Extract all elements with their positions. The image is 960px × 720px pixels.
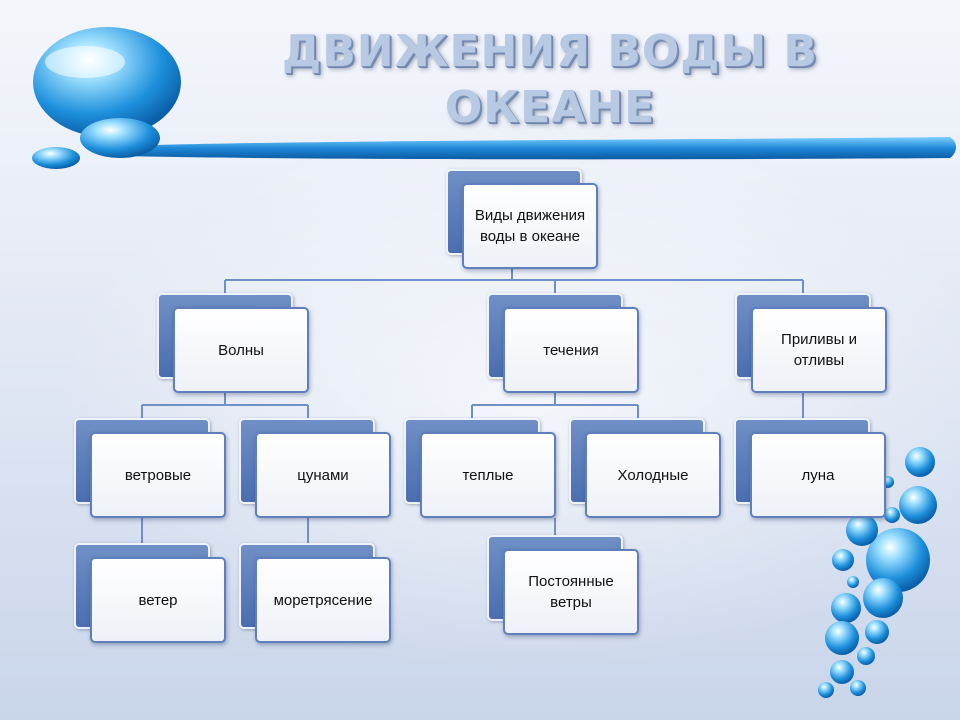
bubble (866, 528, 930, 592)
node-root-label: Виды движения воды в океане (462, 183, 598, 269)
bubble (831, 593, 861, 623)
bubble (846, 514, 878, 546)
node-tides: Приливы и отливы (735, 293, 887, 393)
page-title: ДВИЖЕНИЯ ВОДЫ В (282, 26, 818, 77)
node-tides-label: Приливы и отливы (751, 307, 887, 393)
bubble (832, 549, 854, 571)
connector-root (224, 268, 804, 294)
node-currents: течения (487, 293, 639, 393)
node-warm: теплые (404, 418, 556, 518)
small-water-drop (32, 147, 80, 169)
node-trade-winds: Постоянные ветры (487, 535, 639, 635)
bubble (830, 660, 854, 684)
water-stroke (120, 137, 956, 160)
node-cold: Холодные (569, 418, 721, 518)
bubble (825, 621, 859, 655)
bubble (863, 578, 903, 618)
node-earthquake: моретрясение (239, 543, 391, 643)
node-moon-label: луна (750, 432, 886, 518)
bubble (857, 647, 875, 665)
bubble (884, 507, 900, 523)
medium-water-drop (80, 118, 160, 158)
node-wind-label: ветер (90, 557, 226, 643)
node-tsunami: цунами (239, 418, 391, 518)
bubble (818, 682, 834, 698)
node-cold-label: Холодные (585, 432, 721, 518)
node-trade-winds-label: Постоянные ветры (503, 549, 639, 635)
bubble (899, 486, 937, 524)
drop-highlight (45, 46, 125, 78)
bubble (850, 680, 866, 696)
bubble (905, 447, 935, 477)
node-waves-label: Волны (173, 307, 309, 393)
node-currents-label: течения (503, 307, 639, 393)
bubble (865, 620, 889, 644)
node-tsunami-label: цунами (255, 432, 391, 518)
bubble (847, 576, 859, 588)
node-earthquake-label: моретрясение (255, 557, 391, 643)
node-root: Виды движения воды в океане (446, 169, 598, 269)
node-waves: Волны (157, 293, 309, 393)
node-wind: ветер (74, 543, 226, 643)
node-wind-waves: ветровые (74, 418, 226, 518)
node-moon: луна (734, 418, 886, 518)
node-wind-waves-label: ветровые (90, 432, 226, 518)
connector-waves (141, 392, 309, 419)
node-warm-label: теплые (420, 432, 556, 518)
page-title-line2: ОКЕАНЕ (444, 82, 656, 133)
connector-currents (471, 392, 639, 419)
